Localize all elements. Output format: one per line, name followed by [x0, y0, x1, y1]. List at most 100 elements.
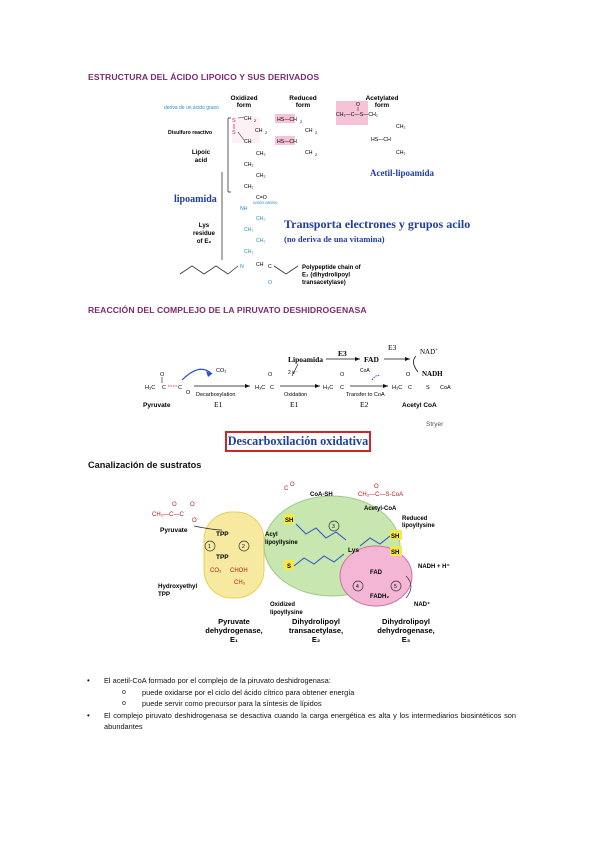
svg-text:S: S	[426, 385, 430, 391]
bullet-regulation: El complejo piruvato deshidrogenasa se d…	[87, 710, 516, 733]
svg-text:CH: CH	[256, 262, 264, 268]
disulfide-label: Disulfuro reactivo	[168, 130, 212, 136]
svg-text:C: C	[408, 385, 412, 391]
svg-text:C=O: C=O	[256, 195, 267, 201]
svg-text:HS—CH: HS—CH	[277, 139, 297, 145]
e3b-label: E3	[388, 343, 397, 352]
svg-text:O: O	[356, 102, 360, 108]
svg-text:H₃C: H₃C	[392, 385, 402, 391]
svg-text:O: O	[268, 372, 273, 378]
co2-label: CO₂	[216, 368, 226, 374]
lys-label: Lys	[348, 547, 359, 554]
svg-text:C: C	[340, 385, 344, 391]
transport-label: Transporta electrones y grupos acilo	[284, 217, 470, 231]
lipoamide-label: lipoamida	[174, 194, 217, 205]
oxidation-label: Oxidation	[284, 392, 307, 398]
svg-text:HS—CH: HS—CH	[277, 117, 297, 123]
bullet-acetyl-coa: El acetil-CoA formado por el complejo de…	[87, 675, 516, 687]
fadh2-label: FADH₂	[370, 594, 389, 600]
svg-text:CH: CH	[305, 128, 313, 134]
svg-text:3: 3	[332, 524, 335, 530]
e3-label: E3	[338, 349, 347, 358]
svg-text:S: S	[232, 118, 236, 124]
oxidative-decarboxylation-title: Descarboxilación oxidativa	[227, 434, 369, 448]
svg-text:CH₂: CH₂	[244, 184, 254, 190]
svg-text:S: S	[232, 130, 236, 136]
svg-text:CH₂: CH₂	[396, 150, 406, 156]
fad-label: FAD	[370, 570, 383, 576]
subbullet-lipid-synthesis: puede servir como precursor para la sínt…	[104, 698, 516, 710]
svg-text:O⁻: O⁻	[192, 518, 200, 524]
svg-text:2: 2	[315, 130, 318, 135]
subbullet-oxidation: puede oxidarse por el ciclo del ácido cí…	[104, 687, 516, 699]
section-heading-channeling: Canalización de sustratos	[88, 460, 202, 470]
svg-text:O: O	[186, 390, 191, 396]
svg-text:O: O	[190, 502, 195, 508]
svg-text:CH: CH	[305, 150, 313, 156]
svg-text:S: S	[287, 564, 291, 570]
svg-text:H₃C: H₃C	[145, 385, 155, 391]
svg-text:2: 2	[254, 118, 257, 123]
svg-text:1: 1	[208, 544, 211, 550]
pyruvate-label: Pyruvate	[143, 402, 171, 409]
transfer-label: Transfer to CoA	[346, 392, 385, 398]
svg-text:O: O	[406, 372, 411, 378]
sh-label-2: SH	[391, 550, 399, 556]
svg-text:CH: CH	[244, 116, 252, 122]
tpp-label-2: TPP	[216, 554, 229, 561]
lipoamida-label: Lipoamida	[288, 355, 323, 364]
amide-bond-label: unión amino	[253, 200, 278, 205]
co2-label: CO₂	[210, 568, 222, 574]
acetyl-coa-label: Acetyl-CoA	[364, 506, 397, 512]
svg-text:5: 5	[394, 584, 397, 590]
stryer-credit: Stryer	[426, 421, 444, 428]
fatty-acid-note: deriva de un ácido graso	[164, 105, 219, 111]
pdh-reaction-figure: Lipoamida E3 FAD E3 NAD+ NADH O H₃C C C …	[143, 343, 451, 428]
svg-text:CH₂: CH₂	[256, 216, 266, 222]
nadh-label: NADH + H⁺	[418, 563, 450, 570]
e1b-label: E1	[290, 400, 299, 409]
svg-text:CoA: CoA	[440, 385, 451, 391]
reduced-sh-highlight-1	[275, 114, 295, 123]
svg-text:CH₂: CH₂	[244, 162, 254, 168]
svg-text:HS—CH: HS—CH	[371, 137, 391, 143]
svg-text:CH₃—C—S—CH₂: CH₃—C—S—CH₂	[336, 112, 378, 118]
nad-label: NAD⁺	[414, 601, 430, 608]
svg-text:H₃C: H₃C	[323, 385, 333, 391]
acetyl-lipoamide-label: Acetil-lipoamida	[370, 168, 434, 178]
svg-text:O: O	[160, 372, 165, 378]
svg-text:CH: CH	[255, 128, 263, 134]
fad-label: FAD	[364, 355, 379, 364]
svg-text:CH₂: CH₂	[244, 249, 254, 255]
svg-text:2: 2	[265, 130, 268, 135]
svg-text:H₃C: H₃C	[255, 385, 265, 391]
svg-text:SH: SH	[285, 518, 293, 524]
svg-text:CH₂: CH₂	[256, 173, 266, 179]
acetyl-highlight	[336, 101, 368, 125]
svg-text:CH₂: CH₂	[256, 238, 266, 244]
choh-label: CHOH	[230, 568, 248, 574]
svg-text:CH₂: CH₂	[244, 227, 254, 233]
sh-label-1: SH	[391, 534, 399, 540]
decarboxylation-label: Decarboxylation	[196, 392, 235, 398]
svg-text:C: C	[162, 385, 166, 391]
svg-text:C: C	[268, 264, 272, 270]
e1-label: E1	[214, 400, 223, 409]
svg-text:CH₂: CH₂	[396, 124, 406, 130]
section-heading-lipoic: ESTRUCTURA DEL ÁCIDO LIPOICO Y SUS DERIV…	[88, 72, 320, 82]
svg-text:CH₂: CH₂	[256, 151, 266, 157]
acetyl-coa-label: Acetyl CoA	[402, 402, 437, 409]
coa-label: CoA	[360, 368, 370, 374]
